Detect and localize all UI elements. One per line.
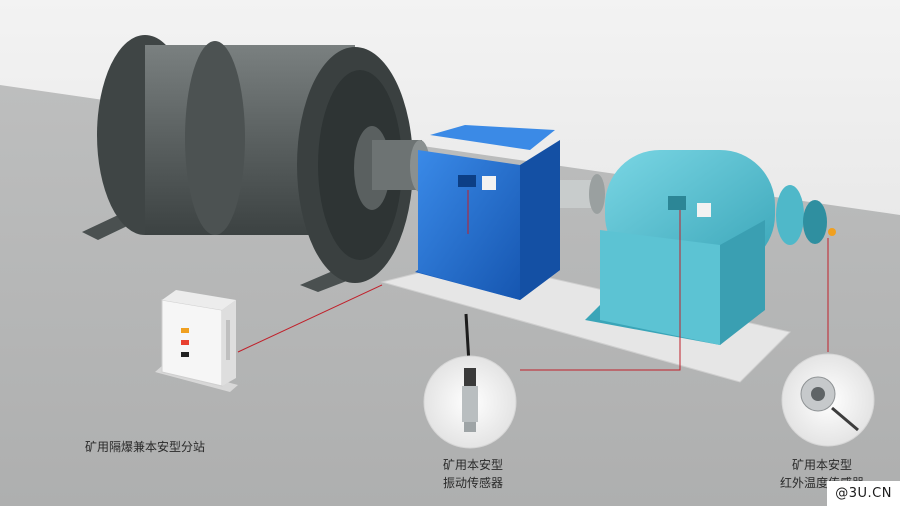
vibration-sensor-label-line2: 振动传感器: [442, 476, 503, 490]
vibration-sensor-label: 矿用本安型 振动传感器: [433, 456, 513, 492]
watermark: @3U.CN: [827, 481, 900, 506]
substation-label: 矿用隔爆兼本安型分站: [85, 440, 206, 454]
vibration-sensor-label-line1: 矿用本安型: [442, 458, 503, 472]
vibration-sensor: [423, 355, 517, 449]
substation-cabinet: [155, 290, 238, 392]
sensor-cables: [237, 190, 829, 371]
infrared-temperature-sensor: [781, 353, 875, 447]
hoist-drum: [82, 35, 430, 292]
motor: [585, 150, 836, 345]
gearbox: [415, 125, 605, 300]
infrared-sensor-label-line1: 矿用本安型: [791, 458, 852, 472]
